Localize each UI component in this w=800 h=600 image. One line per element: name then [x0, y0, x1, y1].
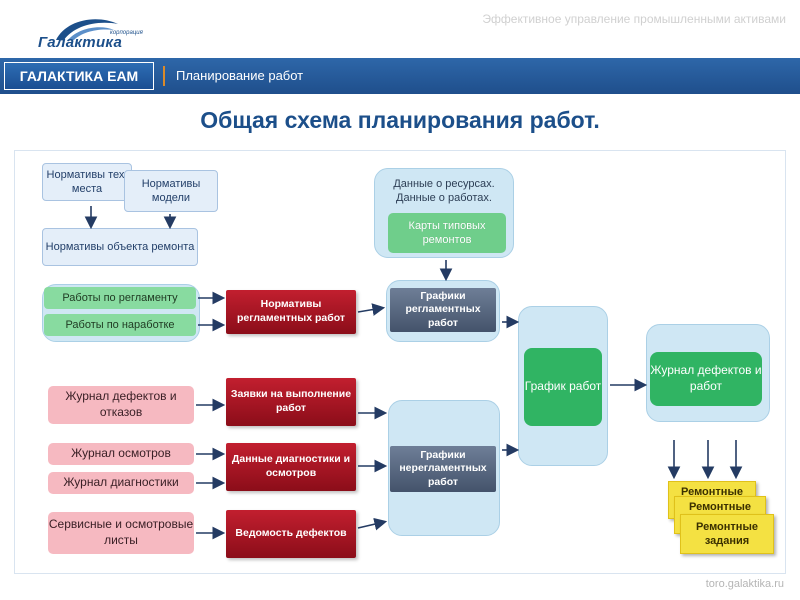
- logo-swoosh-icon: [56, 19, 118, 40]
- repair-task-card-3: Ремонтные задания: [680, 514, 774, 554]
- tagline: Эффективное управление промышленными акт…: [482, 12, 786, 26]
- logo-caption: корпорация: [110, 30, 143, 36]
- regulation-schedules-box: Графики регламентных работ: [390, 288, 496, 332]
- page-title: Общая схема планирования работ.: [200, 107, 600, 133]
- work-schedule-box: График работ: [524, 348, 602, 426]
- defects-list-box: Ведомость дефектов: [226, 510, 356, 558]
- requests-box: Заявки на выполнение работ: [226, 378, 356, 426]
- nav-separator: [163, 66, 165, 86]
- typical-repair-cards-box: Карты типовых ремонтов: [388, 213, 506, 253]
- defect-journal-input-box: Журнал дефектов и отказов: [48, 386, 194, 424]
- inspection-journal-box: Журнал осмотров: [48, 443, 194, 465]
- defect-journal-output-box: Журнал дефектов и работ: [650, 352, 762, 406]
- nonregulation-schedules-box: Графики нерегламентных работ: [390, 446, 496, 492]
- regulation-norms-box: Нормативы регламентных работ: [226, 290, 356, 334]
- works-runtime-box: Работы по наработке: [44, 314, 196, 336]
- logo-text: Галактика: [38, 34, 123, 51]
- works-regulation-box: Работы по регламенту: [44, 287, 196, 309]
- resources-data-text: Данные о ресурсах. Данные о работах.: [393, 177, 495, 204]
- nav-brand[interactable]: ГАЛАКТИКА EAM: [4, 62, 154, 90]
- diagnostics-journal-box: Журнал диагностики: [48, 472, 194, 494]
- footer-url[interactable]: toro.galaktika.ru: [705, 578, 784, 590]
- norms-object-box: Нормативы объекта ремонта: [42, 228, 198, 266]
- nav-section[interactable]: Планирование работ: [176, 68, 304, 83]
- service-sheets-box: Сервисные и осмотровые листы: [48, 512, 194, 554]
- diagnostics-data-box: Данные диагностики и осмотров: [226, 443, 356, 491]
- norms-tech-place-box: Нормативы тех. места: [42, 163, 132, 201]
- norms-model-box: Нормативы модели: [124, 170, 218, 212]
